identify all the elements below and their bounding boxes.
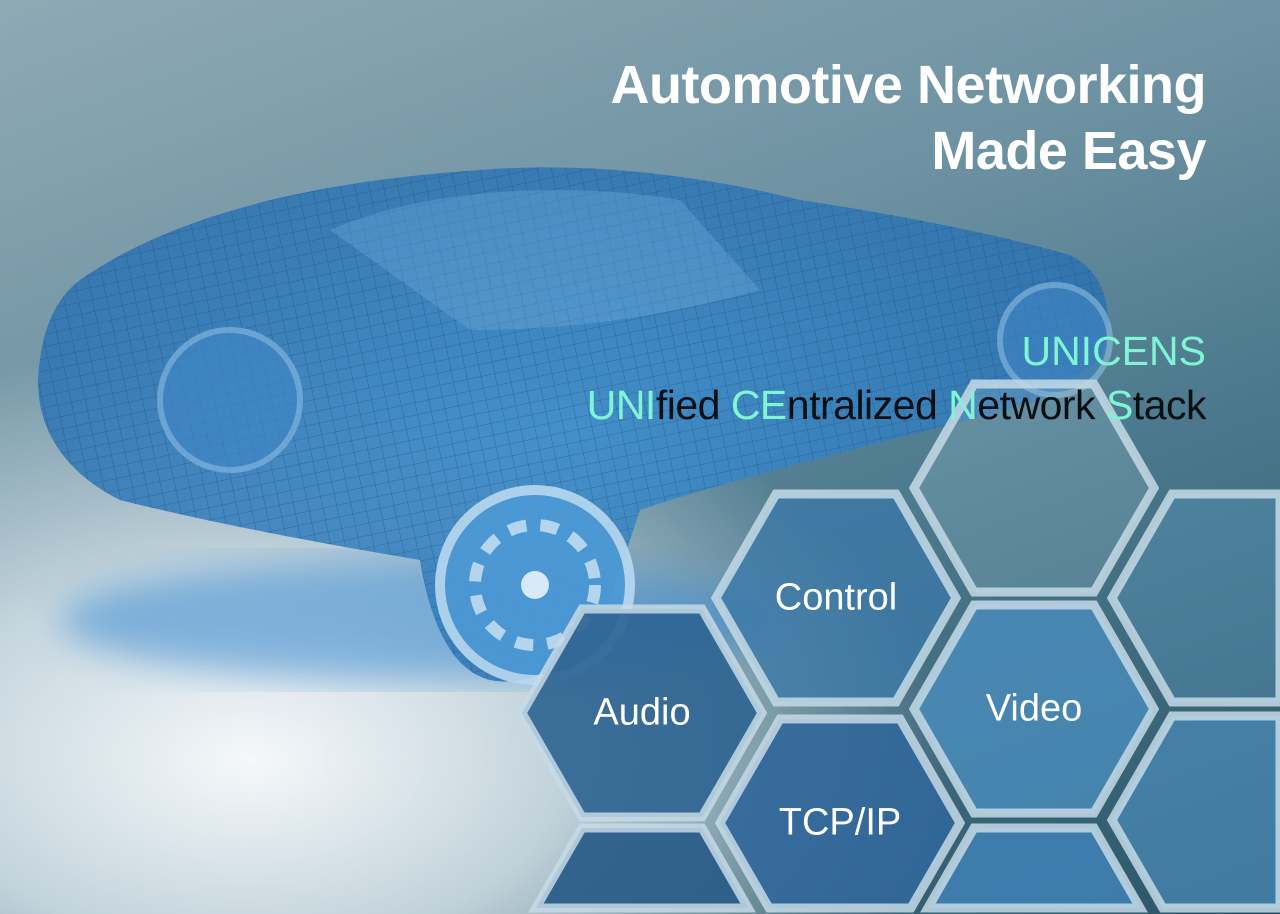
feature-tcpip-label: TCP/IP bbox=[778, 801, 902, 844]
feature-video-label: Video bbox=[985, 687, 1083, 730]
expansion-part: etwork bbox=[977, 382, 1106, 428]
car-wireframe bbox=[38, 167, 1113, 685]
expansion-part: CE bbox=[730, 382, 787, 428]
expansion-part: fied bbox=[655, 382, 731, 428]
hex bbox=[1106, 711, 1280, 913]
hex bbox=[920, 823, 1148, 913]
product-name: UNICENS bbox=[1021, 328, 1206, 374]
expansion-part: S bbox=[1105, 382, 1133, 428]
product-expansion: UNIfied CEntralized Network Stack bbox=[586, 382, 1207, 429]
headline-line-2: Made Easy bbox=[931, 121, 1206, 181]
expansion-part: N bbox=[948, 382, 978, 428]
feature-control-label: Control bbox=[774, 576, 898, 619]
hex-video bbox=[908, 600, 1160, 818]
expansion-part: ntralized bbox=[786, 382, 949, 428]
hex bbox=[1106, 489, 1280, 707]
feature-audio-label: Audio bbox=[593, 691, 691, 734]
hex bbox=[908, 379, 1160, 597]
hex-tcpip bbox=[714, 714, 966, 913]
expansion-part: tack bbox=[1132, 382, 1207, 428]
headline: Automotive Networking Made Easy bbox=[610, 52, 1206, 184]
headline-line-1: Automotive Networking bbox=[610, 55, 1206, 115]
hex bbox=[528, 823, 756, 913]
hex-audio bbox=[516, 604, 768, 822]
expansion-part: UNI bbox=[586, 382, 657, 428]
feature-hex-grid bbox=[516, 379, 1280, 913]
hex-control bbox=[710, 489, 962, 707]
